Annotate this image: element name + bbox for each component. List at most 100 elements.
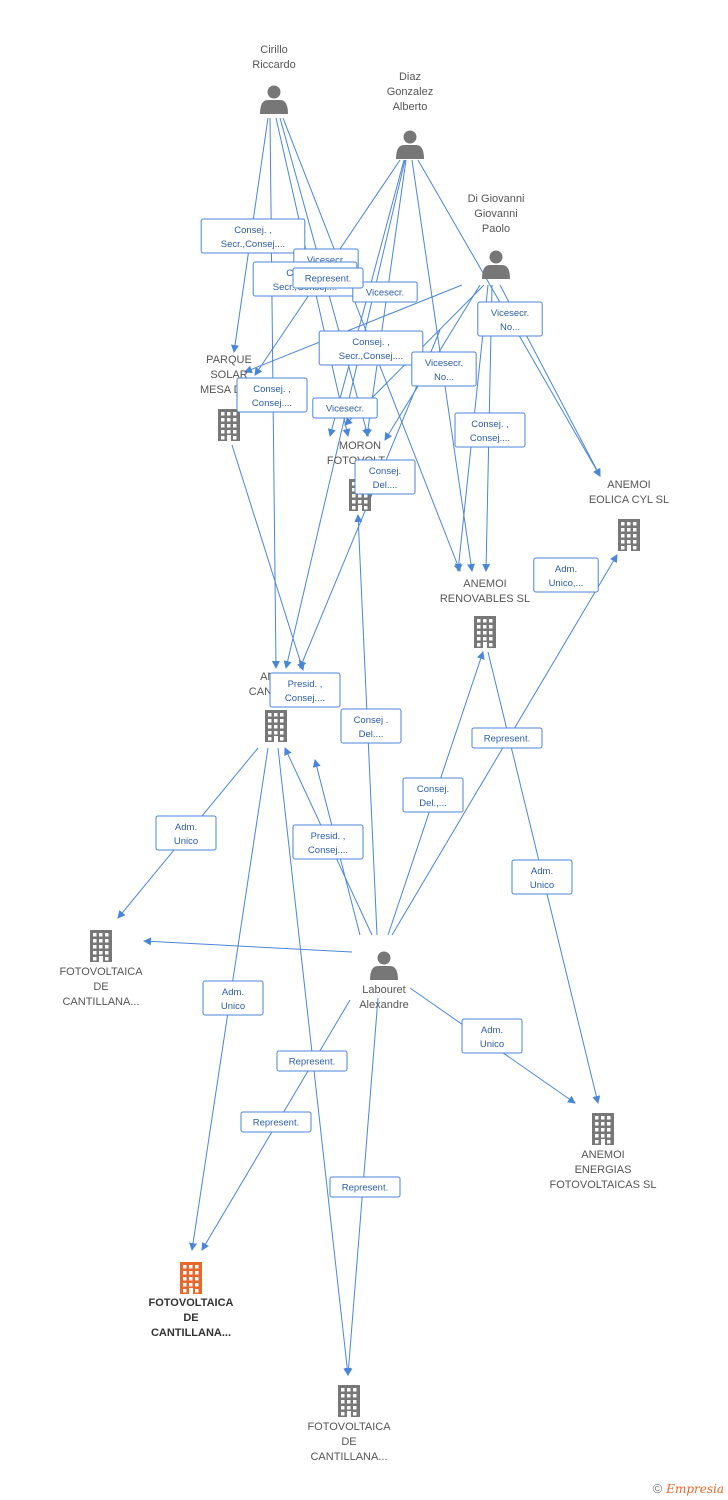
edge-role-text: Vicesecr.	[366, 288, 404, 299]
edge-role-text: Consej. ,	[471, 419, 509, 430]
building-icon	[265, 710, 287, 742]
edge-role-text: Unico	[480, 1039, 504, 1050]
brand-logo: Empresia	[666, 1482, 724, 1496]
edge-role-text: Unico	[530, 880, 554, 891]
node-label-line: CANTILLANA...	[151, 1327, 231, 1339]
edge-role-text: Represent.	[342, 1183, 388, 1194]
node-label-line: DE	[183, 1312, 198, 1324]
edge-role-label[interactable]: Consej . Del....	[340, 708, 402, 744]
node-label-line: ANEMOI	[463, 578, 506, 590]
edge-role-label[interactable]: Vicesecr.	[352, 281, 418, 303]
building-icon	[338, 1385, 360, 1417]
edge-role-text: Consej.	[369, 466, 401, 477]
node-label-line: DE	[93, 981, 108, 993]
edge-role-text: Secr.,Consej....	[339, 351, 403, 362]
edge-role-text: Represent.	[253, 1118, 299, 1129]
person-icon	[396, 130, 424, 159]
edge-role-label[interactable]: Consej. Del....	[354, 459, 416, 495]
node-label-line: Riccardo	[252, 59, 295, 71]
edge-role-text: Secr.,Consej....	[221, 239, 285, 250]
edge-role-text: No...	[500, 322, 520, 333]
edge-role-text: Represent.	[484, 734, 530, 745]
edge-role-text: Adm.	[481, 1025, 503, 1036]
edge-role-text: Consej.	[417, 784, 449, 795]
edge-role-label[interactable]: Represent.	[240, 1111, 312, 1133]
edge-role-text: Consej....	[285, 693, 325, 704]
edge-role-label[interactable]: Adm.Unico	[202, 980, 264, 1016]
edge-role-text: Vicesecr.	[491, 308, 529, 319]
edge-role-label[interactable]: Presid. , Consej....	[269, 672, 341, 708]
edge-role-label[interactable]: Consej.Del.,...	[402, 777, 464, 813]
edge-role-text: Consej....	[252, 398, 292, 409]
edge-role-text: Consej. ,	[253, 384, 291, 395]
edge-role-label[interactable]: Consej. ,Consej....	[454, 412, 526, 448]
edge-role-text: Adm.	[555, 564, 577, 575]
edge-role-label[interactable]: Represent.	[329, 1176, 401, 1198]
edge-role-text: Adm.	[222, 987, 244, 998]
node-label-line: Giovanni	[474, 208, 517, 220]
edge-role-text: Adm.	[175, 822, 197, 833]
building-icon	[218, 409, 240, 441]
node-label-line: Gonzalez	[387, 86, 433, 98]
edge-role-text: Presid. ,	[288, 679, 323, 690]
relation-edge	[244, 284, 463, 374]
node-label-line: CANTILLANA...	[62, 996, 139, 1008]
edge-role-text: Consej. ,	[234, 225, 272, 236]
edge-role-label[interactable]: Adm. Unico	[461, 1018, 523, 1054]
edge-role-text: No...	[434, 372, 454, 383]
node-label-line: PARQUE	[206, 354, 252, 366]
node-label-line: FOTOVOLTAICA	[59, 966, 143, 978]
building-icon	[618, 519, 640, 551]
edge-role-text: Consej .	[354, 715, 389, 726]
node-label-line: Alexandre	[359, 999, 409, 1011]
node-label-line: Di Giovanni	[468, 193, 525, 205]
building-icon	[474, 616, 496, 648]
edge-role-label[interactable]: Adm. Unico	[511, 859, 573, 895]
node-label-line: ANEMOI	[607, 479, 650, 491]
company-node-foto1[interactable]: FOTOVOLTAICA DE CANTILLANA...	[59, 930, 143, 1008]
edge-role-text: Consej....	[308, 845, 348, 856]
node-label-line: DE	[341, 1436, 356, 1448]
edge-role-text: Consej. ,	[352, 337, 390, 348]
edge-role-label[interactable]: Adm.Unico,...	[533, 557, 599, 593]
edge-role-text: Represent.	[305, 274, 351, 285]
edge-role-text: Adm.	[531, 866, 553, 877]
edge-role-label[interactable]: Presid. ,Consej....	[292, 824, 364, 860]
person-icon	[260, 85, 288, 114]
edge-role-label[interactable]: Vicesecr.	[312, 397, 378, 419]
node-label-line: Paolo	[482, 223, 510, 235]
edge-role-text: Vicesecr.	[425, 358, 463, 369]
building-icon	[90, 930, 112, 962]
edge-role-label[interactable]: Consej. , Secr.,Consej....	[200, 218, 306, 254]
node-label-line: MORON	[339, 440, 381, 452]
edge-role-text: Vicesecr.	[326, 404, 364, 415]
person-icon	[370, 951, 398, 980]
edge-role-label[interactable]: Represent.	[276, 1050, 348, 1072]
node-label-line: FOTOVOLTAICA	[307, 1421, 391, 1433]
node-label-line: Alberto	[393, 101, 428, 113]
relation-edge	[143, 937, 353, 953]
edge-role-label[interactable]: Represent.	[292, 267, 364, 289]
node-label-line: CANTILLANA...	[310, 1451, 387, 1463]
company-node-foto_main[interactable]: FOTOVOLTAICADECANTILLANA...	[149, 1262, 234, 1339]
edge-role-label[interactable]: Consej. , Consej....	[236, 377, 308, 413]
edge-role-label[interactable]: Represent.	[471, 727, 543, 749]
edge-role-text: Del....	[373, 480, 398, 491]
edge-role-label[interactable]: Adm. Unico	[155, 815, 217, 851]
edge-role-label[interactable]: Vicesecr. No...	[411, 351, 477, 387]
edge-role-label[interactable]: Vicesecr. No...	[477, 301, 543, 337]
edge-role-text: Del....	[359, 729, 384, 740]
footer-credit[interactable]: ©Empresia	[653, 1481, 724, 1496]
edge-role-label[interactable]: Consej. , Secr.,Consej....	[318, 330, 424, 366]
edge-role-text: Unico	[174, 836, 198, 847]
building-icon	[180, 1262, 202, 1294]
company-node-foto3[interactable]: FOTOVOLTAICA DE CANTILLANA...	[307, 1385, 391, 1463]
